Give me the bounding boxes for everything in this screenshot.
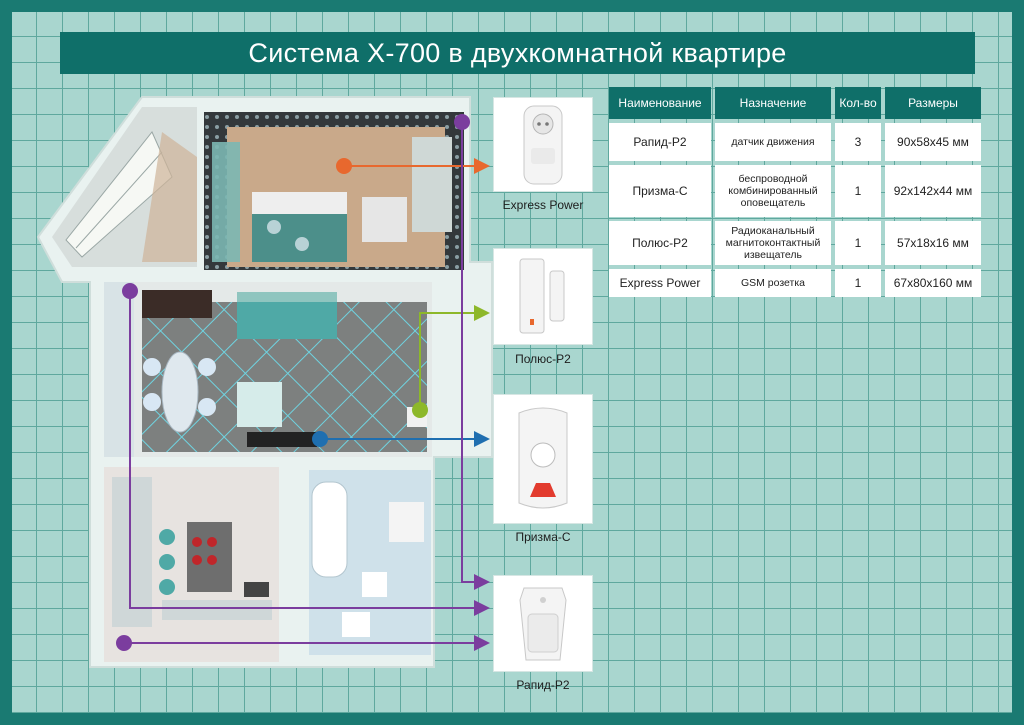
balcony — [52, 107, 197, 267]
connector-rapid — [116, 114, 490, 651]
motion-sensor-icon — [519, 587, 567, 661]
title-bar: Система Х-700 в двухкомнатной квартире — [60, 32, 975, 74]
spec-table-header: Наименование Назначение Кол-во Размеры — [609, 87, 989, 119]
device-label-prizma: Призма-С — [515, 530, 571, 544]
bedroom — [204, 112, 464, 270]
device-card-express-power — [493, 97, 593, 192]
cell-qty: 1 — [835, 269, 881, 297]
header-name: Наименование — [609, 87, 711, 119]
bathroom — [309, 470, 431, 655]
connector-express-power — [336, 158, 490, 174]
device-card-rapid — [493, 575, 593, 672]
table-row: Полюс-Р2 Радиоканальный магнитоконтактны… — [609, 221, 989, 265]
table-row: Express Power GSM розетка 1 67х80х160 мм — [609, 269, 989, 297]
header-qty: Кол-во — [835, 87, 881, 119]
cell-name: Express Power — [609, 269, 711, 297]
cell-size: 92х142х44 мм — [885, 165, 981, 217]
magnetic-contact-icon — [519, 258, 565, 334]
cell-name: Призма-С — [609, 165, 711, 217]
cell-purpose: GSM розетка — [715, 269, 831, 297]
kitchen — [104, 467, 279, 662]
cell-purpose: беспроводной комбинированный оповещатель — [715, 165, 831, 217]
device-card-prizma — [493, 394, 593, 524]
device-card-polus — [493, 248, 593, 345]
connector-polus — [412, 305, 490, 418]
cell-size: 57х18х16 мм — [885, 221, 981, 265]
cell-qty: 1 — [835, 165, 881, 217]
smart-plug-icon — [523, 105, 563, 185]
connector-prizma — [312, 431, 490, 447]
table-row: Рапид-Р2 датчик движения 3 90х58х45 мм — [609, 123, 989, 161]
device-label-polus: Полюс-Р2 — [515, 352, 571, 366]
device-label-rapid: Рапид-Р2 — [516, 678, 570, 692]
page-title: Система Х-700 в двухкомнатной квартире — [248, 37, 787, 68]
cell-purpose: датчик движения — [715, 123, 831, 161]
cell-name: Рапид-Р2 — [609, 123, 711, 161]
header-size: Размеры — [885, 87, 981, 119]
header-purpose: Назначение — [715, 87, 831, 119]
cell-qty: 1 — [835, 221, 881, 265]
floor-plan-diagram — [36, 96, 493, 668]
poster-canvas: Система Х-700 в двухкомнатной квартире — [12, 12, 1012, 713]
spec-table: Наименование Назначение Кол-во Размеры Р… — [609, 87, 989, 301]
table-row: Призма-С беспроводной комбинированный оп… — [609, 165, 989, 217]
cell-size: 90х58х45 мм — [885, 123, 981, 161]
cell-name: Полюс-Р2 — [609, 221, 711, 265]
device-label-express-power: Express Power — [502, 198, 584, 212]
cell-purpose: Радиоканальный магнитоконтактный извещат… — [715, 221, 831, 265]
cell-qty: 3 — [835, 123, 881, 161]
living-room — [104, 282, 432, 457]
cell-size: 67х80х160 мм — [885, 269, 981, 297]
siren-icon — [518, 407, 568, 509]
